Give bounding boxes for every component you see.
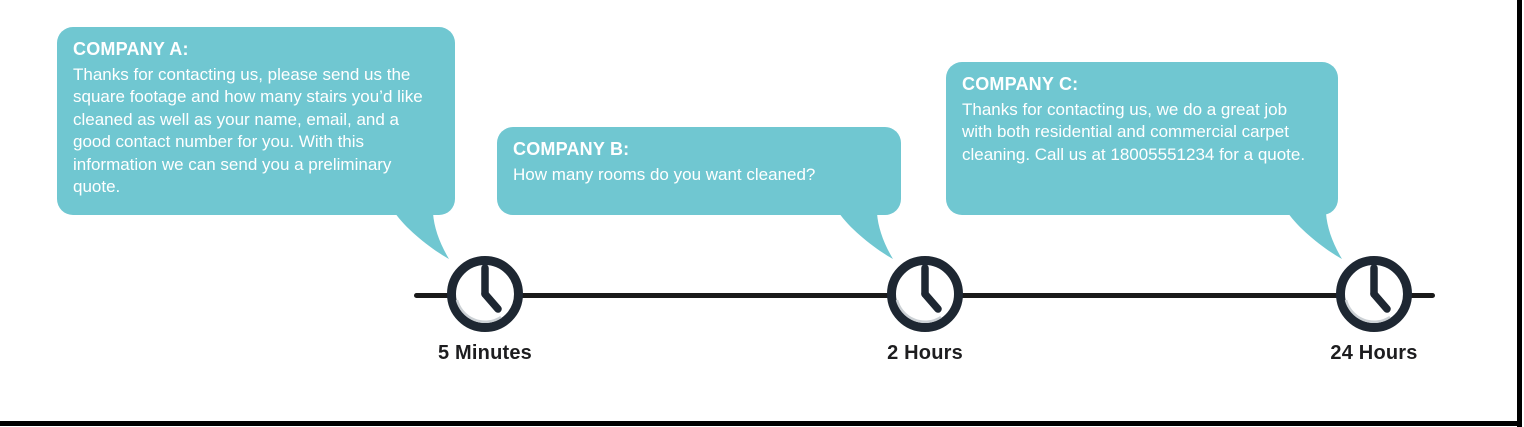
- speech-bubble-company-c: COMPANY C: Thanks for contacting us, we …: [946, 62, 1342, 259]
- clock-icon: [887, 256, 963, 332]
- speech-bubble-company-b: COMPANY B: How many rooms do you want cl…: [497, 127, 901, 259]
- time-label-5-minutes: 5 Minutes: [437, 342, 533, 364]
- time-label-2-hours: 2 Hours: [887, 342, 963, 364]
- bubble-tail-icon: [395, 213, 449, 259]
- time-label-24-hours: 24 Hours: [1330, 342, 1418, 364]
- clock-icon: [447, 256, 523, 332]
- company-c-message: Thanks for contacting us, we do a great …: [962, 100, 1306, 164]
- clock-icon: [1336, 256, 1412, 332]
- frame-bottom-border: [0, 421, 1522, 426]
- frame-right-border: [1517, 0, 1522, 427]
- speech-bubble-company-a: COMPANY A: Thanks for contacting us, ple…: [57, 27, 455, 259]
- bubble-tail-icon: [1288, 213, 1342, 259]
- company-c-title: COMPANY C:: [962, 74, 1079, 94]
- company-a-message: Thanks for contacting us, please send us…: [73, 65, 423, 197]
- company-a-title: COMPANY A:: [73, 39, 189, 59]
- company-b-message: How many rooms do you want cleaned?: [513, 165, 816, 184]
- bubble-tail-icon: [839, 213, 893, 259]
- company-b-title: COMPANY B:: [513, 139, 630, 159]
